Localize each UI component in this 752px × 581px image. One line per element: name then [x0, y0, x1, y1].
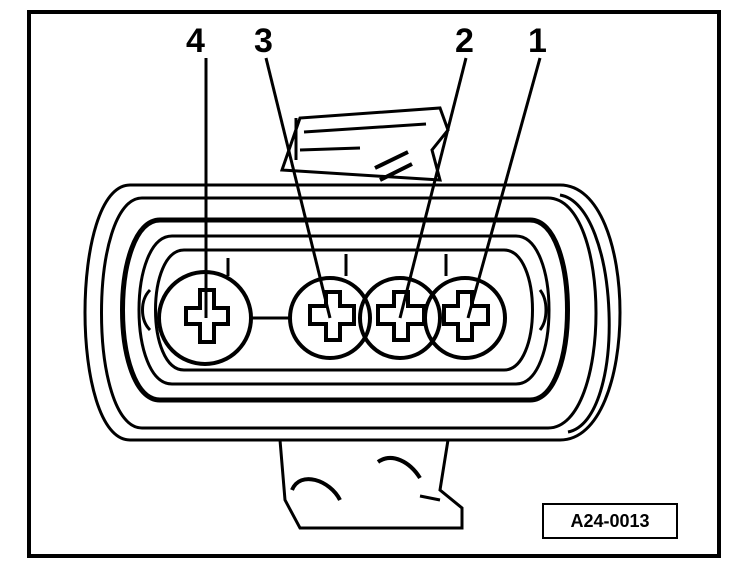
- pin-cavity-2: [358, 276, 442, 360]
- leader-line-2: [398, 57, 468, 319]
- leader-line-3: [264, 57, 332, 319]
- callout-label-3: 3: [254, 22, 273, 60]
- pin-cavity-3: [288, 276, 372, 360]
- callout-label-1: 1: [528, 22, 547, 60]
- bottom-latch: [278, 438, 464, 530]
- callout-label-2: 2: [455, 22, 474, 60]
- top-latch: [279, 106, 450, 182]
- leader-lines: [204, 57, 542, 319]
- leader-line-1: [466, 57, 542, 319]
- callout-label-4: 4: [186, 22, 205, 60]
- figure-id-label: A24-0013: [542, 503, 678, 539]
